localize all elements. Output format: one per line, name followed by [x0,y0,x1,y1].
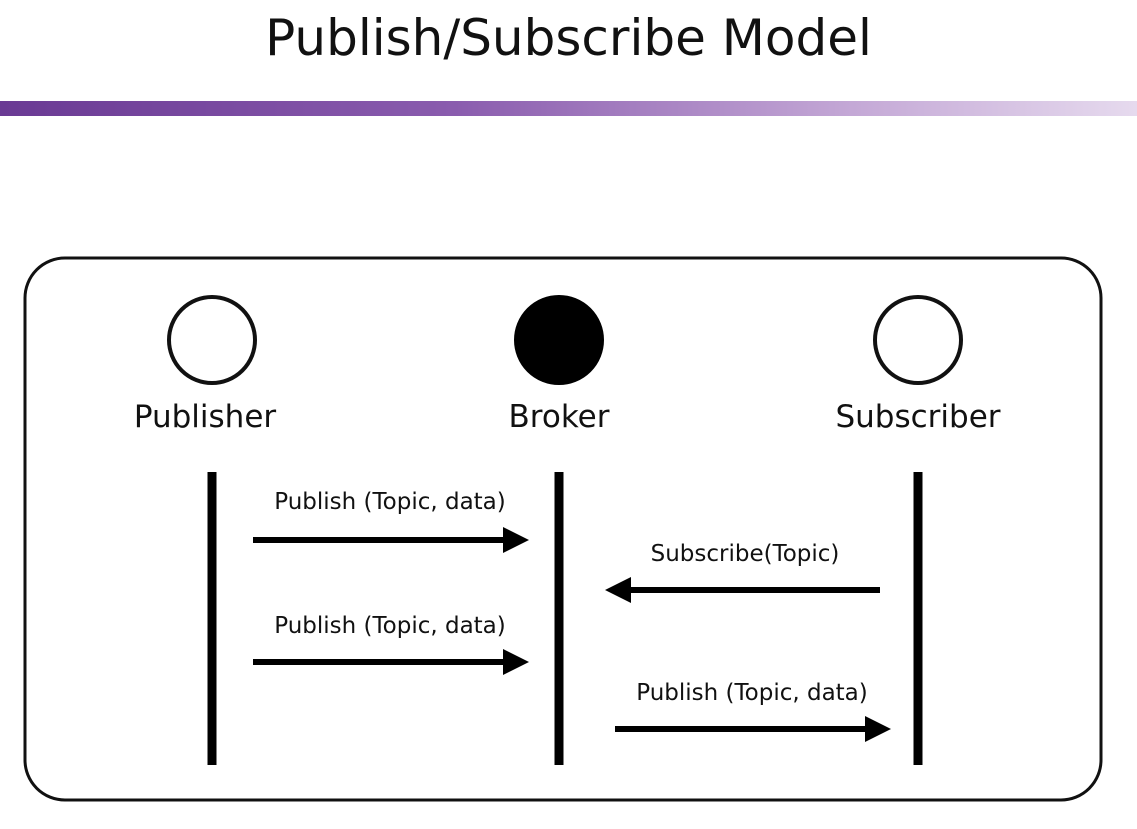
subscriber-label: Subscriber [835,399,1000,435]
page-title: Publish/Subscribe Model [265,9,872,67]
message-label: Publish (Topic, data) [274,613,506,639]
arrowhead-right-icon [503,527,529,553]
arrowhead-left-icon [605,577,631,603]
arrowhead-right-icon [865,716,891,742]
arrowhead-right-icon [503,649,529,675]
diagram-frame [23,256,1103,802]
message-label: Subscribe(Topic) [651,541,840,567]
title-accent-bar [0,101,1137,116]
publisher-node [167,295,257,385]
message-label: Publish (Topic, data) [636,680,868,706]
broker-node [514,295,604,385]
message-label: Publish (Topic, data) [274,489,506,515]
subscriber-node [873,295,963,385]
publisher-label: Publisher [134,399,277,435]
broker-label: Broker [509,399,610,435]
